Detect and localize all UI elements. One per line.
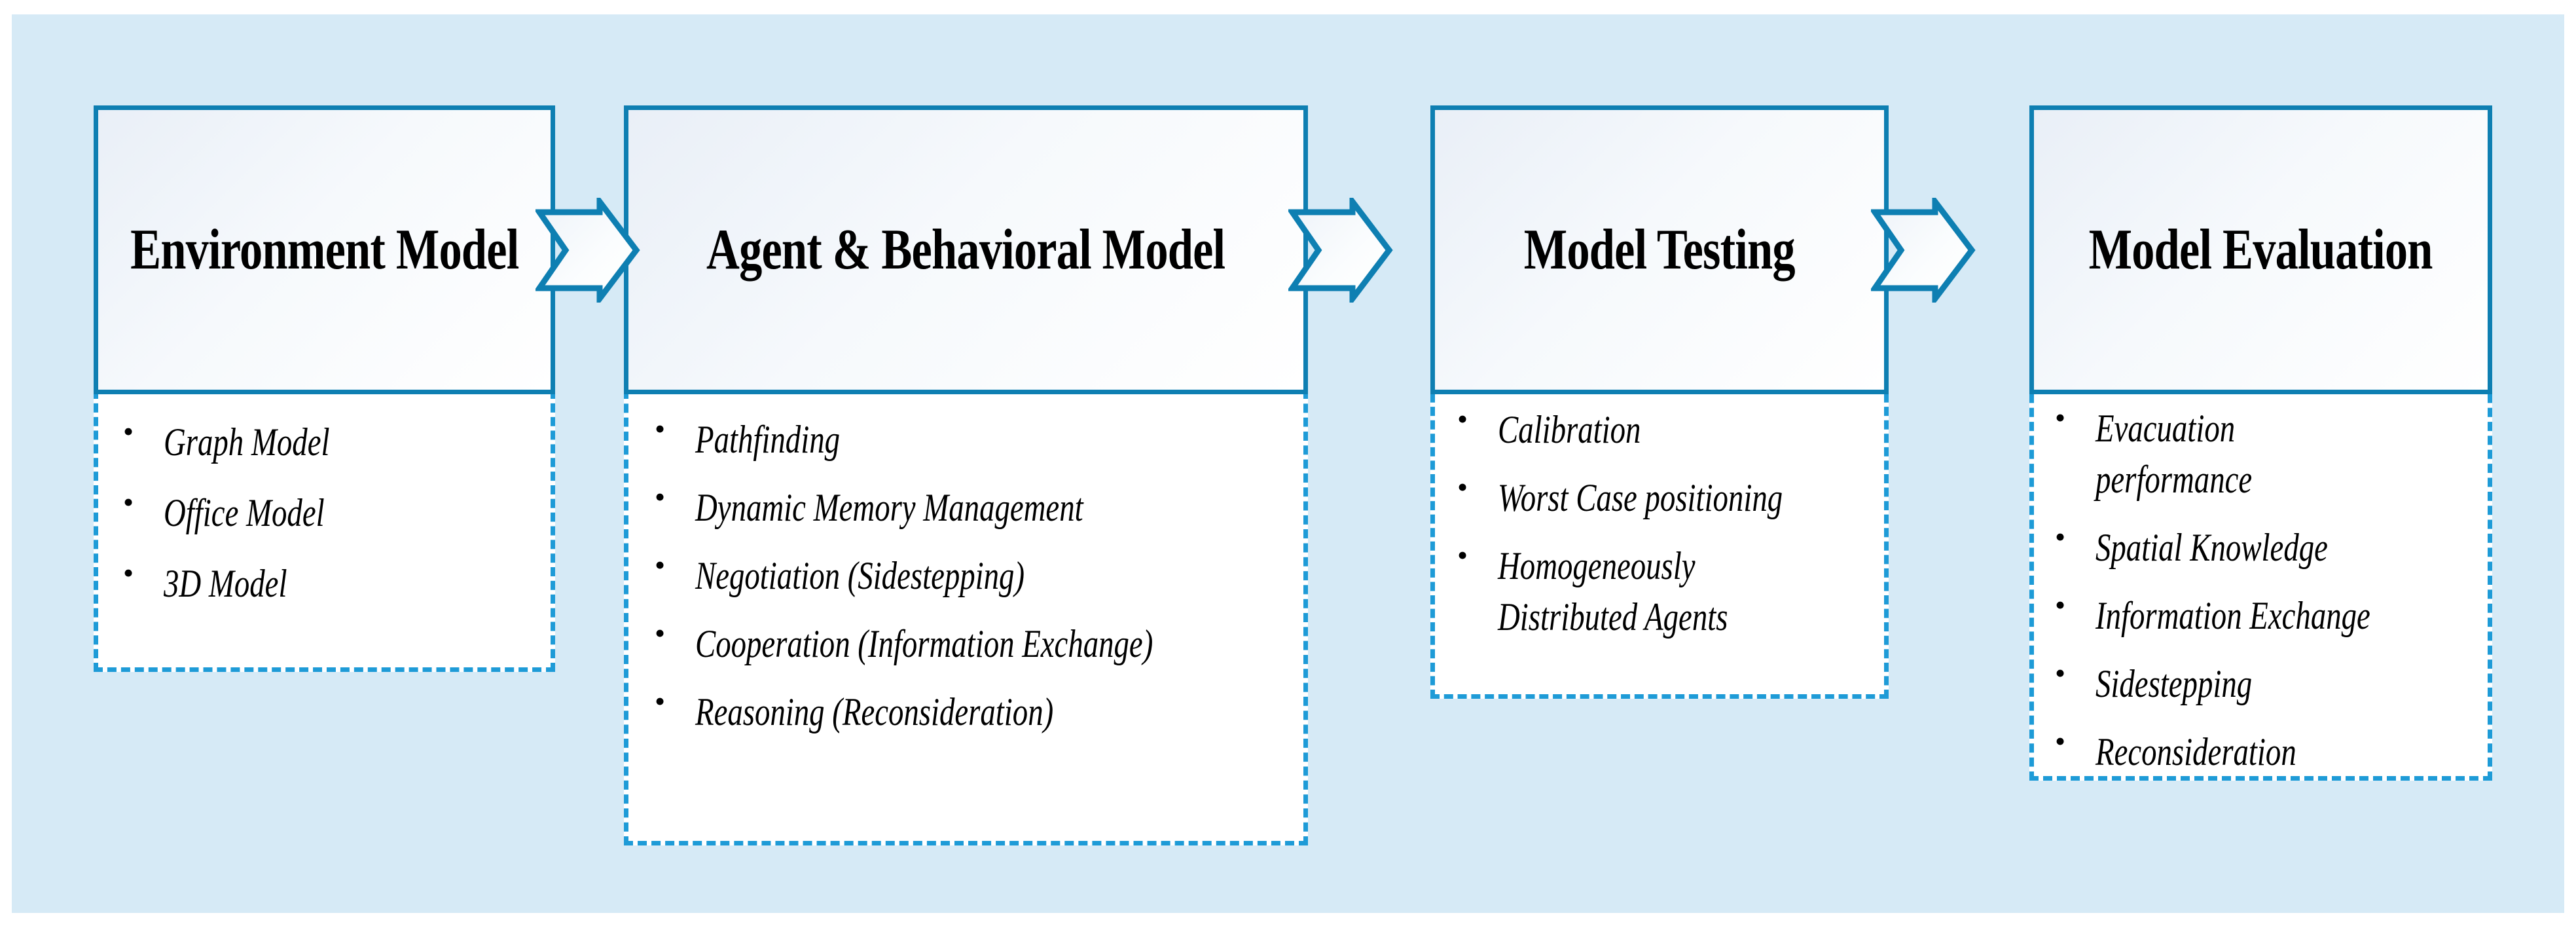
list-item-label: Office Model [164,491,325,534]
list-item: • Graph Model [123,417,532,468]
list-item: • Reconsideration [2055,726,2480,777]
stage-bullet-list-model-evaluation: • Evacuation performance • Spatial Knowl… [2034,384,2488,777]
list-item-label: Worst Case positioning [1498,476,1783,519]
list-item-label: Dynamic Memory Management [695,486,1083,529]
bullet-icon: • [655,616,666,650]
bullet-icon: • [123,556,134,589]
list-item: • Sidestepping [2055,658,2480,709]
stage-model-evaluation: Model Evaluation • Evacuation performanc… [2029,105,2492,781]
list-item: • Spatial Knowledge [2055,522,2480,573]
stage-model-testing: Model Testing • Calibration • Worst Case… [1430,105,1889,699]
list-item-label: Information Exchange [2095,594,2370,637]
list-item-label: Homogeneously Distributed Agents [1498,544,1728,639]
bullet-icon: • [655,684,666,718]
bullet-icon: • [1457,538,1468,572]
list-item: • Reasoning (Reconsideration) [655,686,1290,737]
list-item: • Dynamic Memory Management [655,482,1290,533]
figure-canvas: Environment Model • Graph Model • Office… [12,14,2564,913]
list-item: • 3D Model [123,558,532,609]
stage-title-agent-behavioral-model: Agent & Behavioral Model [706,217,1225,282]
bullet-icon: • [1457,402,1468,436]
connector-arrow-2 [1288,198,1393,303]
list-item-label: Reasoning (Reconsideration) [695,690,1054,733]
list-item: • Negotiation (Sidestepping) [655,550,1290,601]
bullet-icon: • [2055,520,2066,553]
stage-title-environment-model: Environment Model [130,217,519,282]
list-item-label: Cooperation (Information Exchange) [695,622,1153,665]
bullet-icon: • [655,480,666,513]
bullet-icon: • [2055,588,2066,622]
bullet-icon: • [2055,724,2066,758]
stage-details-box-environment-model: • Graph Model • Office Model • 3D Model [94,390,555,672]
list-item-label: Negotiation (Sidestepping) [695,554,1025,597]
arrow-right-icon [1288,198,1393,303]
stage-header-box-model-evaluation[interactable]: Model Evaluation [2029,105,2492,394]
bullet-icon: • [2055,401,2066,434]
list-item: • Cooperation (Information Exchange) [655,618,1290,669]
stage-bullet-list-agent-behavioral-model: • Pathfinding • Dynamic Memory Managemen… [628,394,1303,737]
list-item: • Calibration [1457,404,1872,455]
bullet-icon: • [123,415,134,448]
list-item-label: 3D Model [164,562,287,605]
list-item: • Information Exchange [2055,590,2480,641]
stage-details-box-agent-behavioral-model: • Pathfinding • Dynamic Memory Managemen… [624,390,1308,845]
stage-agent-behavioral-model: Agent & Behavioral Model • Pathfinding •… [624,105,1308,845]
stage-bullet-list-environment-model: • Graph Model • Office Model • 3D Model [98,394,551,609]
stage-environment-model: Environment Model • Graph Model • Office… [94,105,555,672]
stage-title-model-testing: Model Testing [1523,217,1796,282]
connector-arrow-3 [1871,198,1976,303]
stage-bullet-list-model-testing: • Calibration • Worst Case positioning •… [1435,384,1884,642]
stage-details-box-model-evaluation: • Evacuation performance • Spatial Knowl… [2029,380,2492,781]
stage-header-box-agent-behavioral-model[interactable]: Agent & Behavioral Model [624,105,1308,394]
arrow-right-icon [535,198,640,303]
list-item-label: Sidestepping [2095,662,2253,705]
stage-header-box-environment-model[interactable]: Environment Model [94,105,555,394]
list-item: • Homogeneously Distributed Agents [1457,540,1872,642]
bullet-icon: • [655,412,666,445]
list-item: • Office Model [123,487,532,538]
list-item: • Pathfinding [655,414,1290,465]
bullet-icon: • [1457,470,1468,504]
list-item-label: Reconsideration [2095,730,2296,773]
stage-header-box-model-testing[interactable]: Model Testing [1430,105,1889,394]
bullet-icon: • [2055,656,2066,690]
stage-title-model-evaluation: Model Evaluation [2088,217,2433,282]
list-item-label: Pathfinding [695,418,841,461]
list-item-label: Spatial Knowledge [2095,526,2328,569]
list-item-label: Evacuation performance [2095,407,2253,501]
stage-details-box-model-testing: • Calibration • Worst Case positioning •… [1430,380,1889,699]
list-item-label: Graph Model [164,420,330,464]
connector-arrow-1 [535,198,640,303]
arrow-right-icon [1871,198,1976,303]
list-item: • Evacuation performance [2055,403,2480,505]
list-item: • Worst Case positioning [1457,472,1872,523]
bullet-icon: • [123,485,134,519]
list-item-label: Calibration [1498,408,1641,451]
bullet-icon: • [655,548,666,582]
